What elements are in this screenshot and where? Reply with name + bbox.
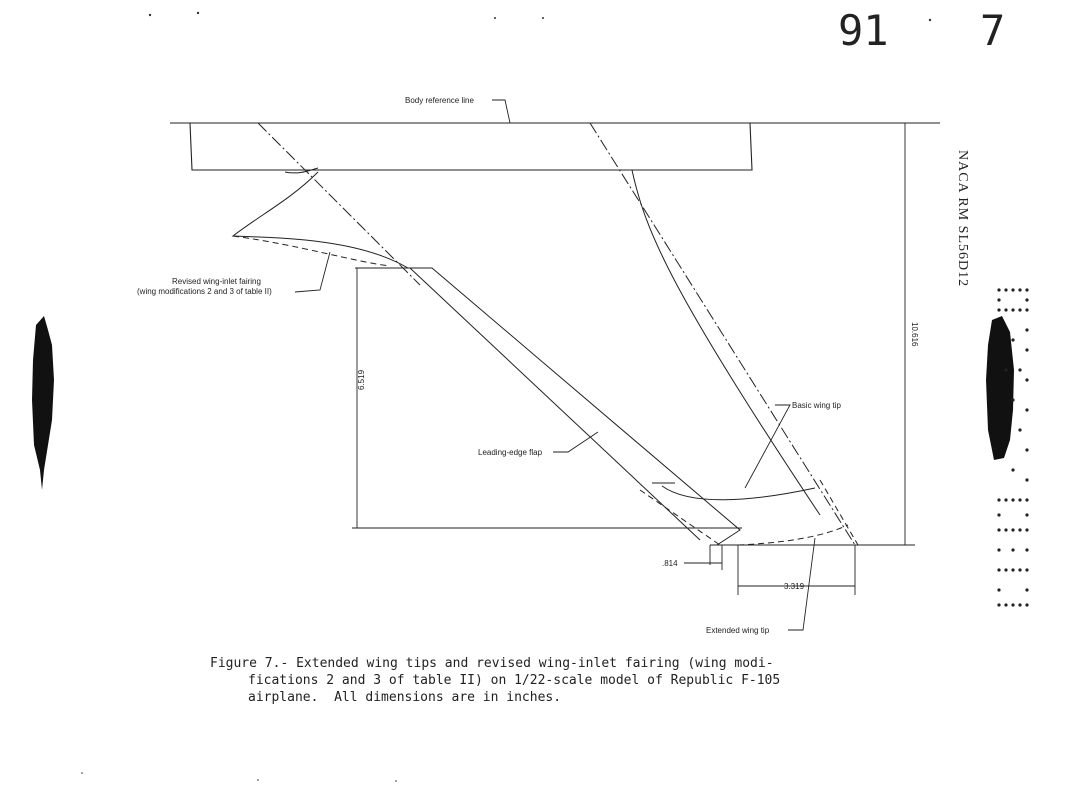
dim-tip-offset: .814 xyxy=(662,559,678,568)
leader-extended-tip xyxy=(788,537,816,631)
leader-lines xyxy=(294,99,816,631)
left-ink-mark xyxy=(32,316,54,490)
caption-line-2: fications 2 and 3 of table II) on 1/22-s… xyxy=(248,673,781,688)
wing-leading-edge xyxy=(409,267,701,541)
label-leading-edge-flap: Leading-edge flap xyxy=(478,448,543,457)
leading-edge-chain-line xyxy=(257,122,421,286)
dim-tip-extension: 3.319 xyxy=(784,582,805,591)
punch-hole-pattern xyxy=(997,288,1029,607)
leader-basic-tip xyxy=(744,404,791,489)
leader-revised-fairing xyxy=(294,251,331,293)
fairing-root xyxy=(284,167,319,174)
perforated-stamp: 91 7 xyxy=(838,6,1005,55)
leader-flap xyxy=(553,431,599,453)
basic-wing-tip-curve xyxy=(661,485,816,501)
caption-line-1: Figure 7.- Extended wing tips and revise… xyxy=(210,656,774,671)
dim-flap-height: 6.519 xyxy=(357,369,366,390)
leader-body-reference xyxy=(492,99,511,124)
dim-span-height: 10.616 xyxy=(910,322,919,347)
wing-planform xyxy=(231,122,915,546)
label-revised-fairing-line2: (wing modifications 2 and 3 of table II) xyxy=(137,287,272,296)
fuselage-body xyxy=(189,122,753,171)
dimension-lines xyxy=(352,123,906,595)
extended-wing-tip-curve xyxy=(737,524,849,546)
label-body-reference-line: Body reference line xyxy=(405,96,474,105)
stamp-number: 91 xyxy=(838,6,889,55)
label-basic-wing-tip: Basic wing tip xyxy=(792,401,841,410)
leading-edge-flap xyxy=(355,267,741,546)
report-id: NACA RM SL56D12 xyxy=(955,150,970,288)
right-ink-mark xyxy=(986,316,1014,460)
stamp-digit: 7 xyxy=(980,6,1005,55)
label-revised-fairing-line1: Revised wing-inlet fairing xyxy=(172,277,261,286)
basic-fairing-dashed xyxy=(232,235,391,267)
trailing-edge xyxy=(631,169,821,516)
revised-fairing-outline xyxy=(231,171,409,269)
trailing-edge-chain-line xyxy=(589,122,856,546)
caption-line-3: airplane. All dimensions are in inches. xyxy=(248,690,562,705)
figure-caption: Figure 7.- Extended wing tips and revise… xyxy=(210,655,850,706)
label-extended-wing-tip: Extended wing tip xyxy=(706,626,770,635)
scan-specks xyxy=(81,11,932,782)
fuselage-outline xyxy=(170,122,940,171)
